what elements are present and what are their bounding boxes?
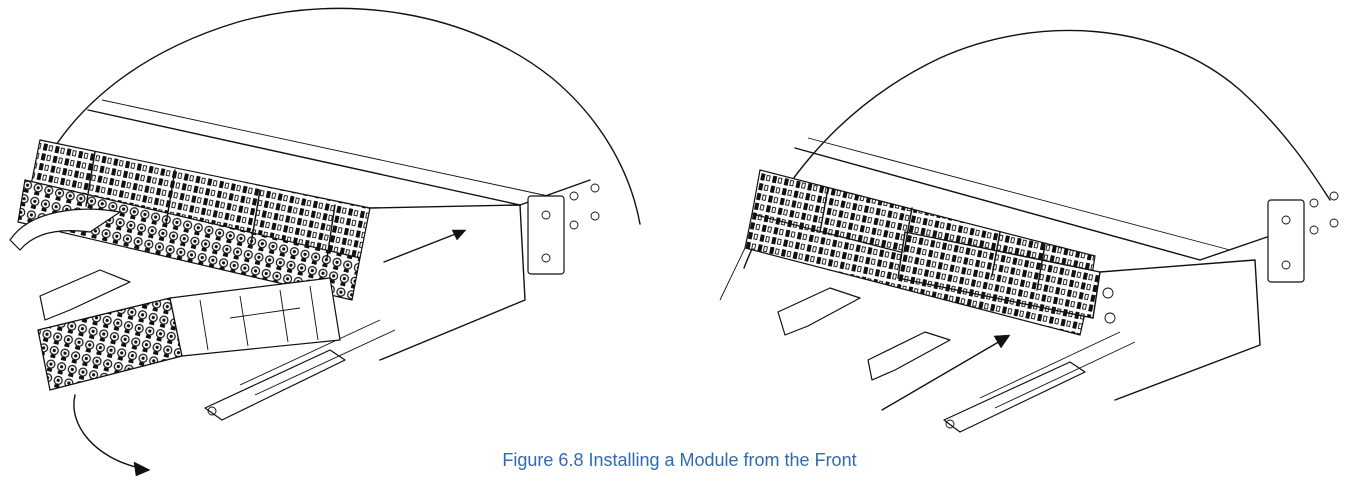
tray-handle-left: [39, 269, 131, 321]
right-illustration-module-installed: [719, 29, 1339, 433]
right-tray-handle-3: [943, 361, 1086, 433]
right-tray-handle-1: [777, 287, 861, 336]
right-tray-handle-2: [867, 331, 951, 381]
figure-caption: Figure 6.8 Installing a Module from the …: [502, 450, 857, 470]
tray-handle-front: [204, 349, 346, 421]
left-illustration-module-pulled-out: [9, 7, 641, 477]
right-rack-bracket: [1267, 199, 1305, 283]
rack-bracket: [527, 195, 565, 275]
